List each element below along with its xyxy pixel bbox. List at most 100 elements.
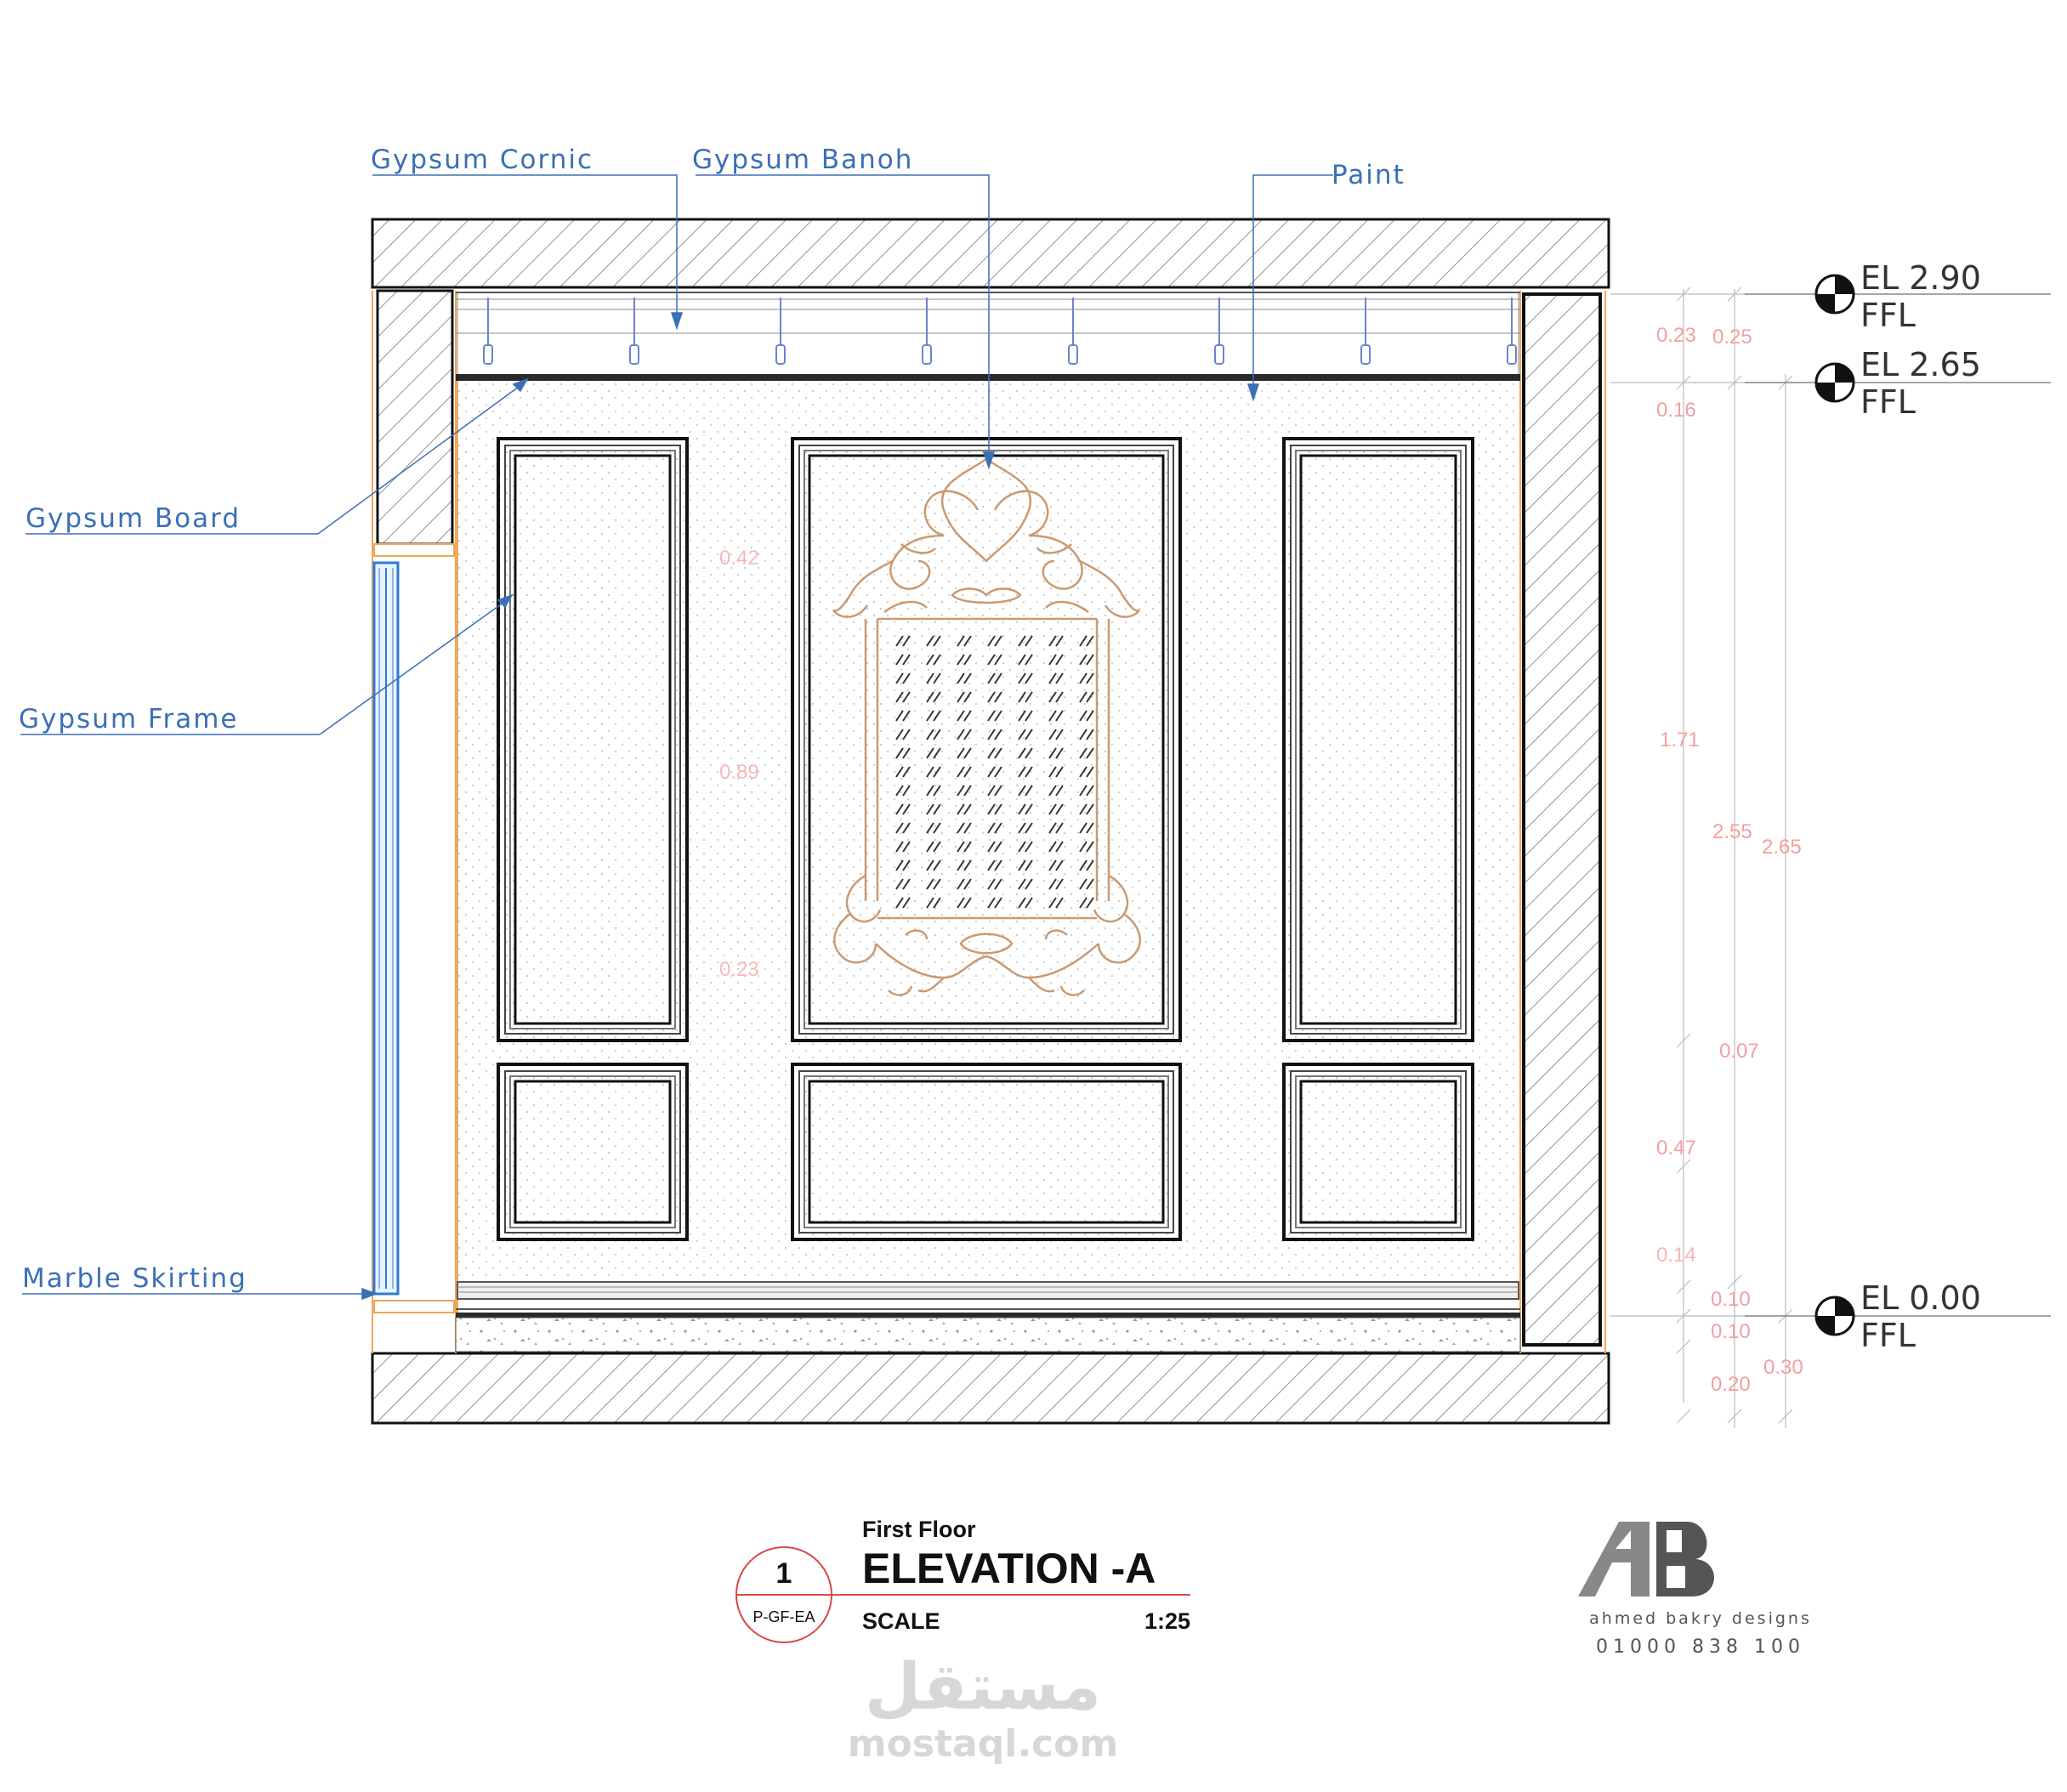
- dim-0-07: 0.07: [1719, 1040, 1759, 1063]
- watermark-arabic: مستقل: [865, 1648, 1101, 1724]
- dim-0-16: 0.16: [1656, 399, 1696, 422]
- glass-hatch-mark: [987, 691, 1002, 703]
- glass-hatch-mark: [987, 729, 1002, 740]
- glass-hatch-mark: [957, 766, 972, 778]
- callout-paint: Paint: [1332, 160, 1405, 190]
- level-ffl-0-00: FFL: [1860, 1317, 1916, 1354]
- glass-hatch-mark: [987, 841, 1002, 853]
- glass-hatch-mark: [1048, 654, 1064, 666]
- callout-marble-skirting: Marble Skirting: [22, 1263, 247, 1294]
- glass-hatch-mark: [926, 729, 941, 740]
- glass-hatch-mark: [987, 747, 1002, 759]
- glass-hatch-mark: [895, 654, 911, 666]
- glass-hatch-mark: [1048, 672, 1064, 684]
- glass-hatch-mark: [895, 897, 911, 909]
- glass-hatch-mark: [957, 691, 972, 703]
- glass-hatch-mark: [926, 635, 941, 647]
- glass-hatch-mark: [926, 803, 941, 815]
- glass-hatch-mark: [926, 822, 941, 834]
- callout-gypsum-frame: Gypsum Frame: [19, 704, 238, 734]
- cornice-hanger: [483, 298, 493, 365]
- dim-0-14: 0.14: [1656, 1244, 1696, 1267]
- glass-hatch-mark: [957, 822, 972, 834]
- glass-hatch-mark: [1018, 859, 1033, 871]
- glass-hatch-mark: [1079, 785, 1094, 797]
- left-wall: [372, 289, 457, 1353]
- title-block: 1 P-GF-EA First Floor ELEVATION -A SCALE…: [735, 1517, 1190, 1643]
- glass-hatch-mark: [987, 654, 1002, 666]
- company-logo: ahmed bakry designs 01000 838 100: [1578, 1522, 1809, 1658]
- glass-hatch-mark: [1048, 803, 1064, 815]
- glass-hatch-mark: [1018, 747, 1033, 759]
- glass-hatch-mark: [926, 710, 941, 722]
- level-markers-lines: [1745, 293, 2051, 1317]
- callout-leaders: [20, 174, 1333, 1301]
- cornice-hanger: [629, 298, 639, 365]
- glass-hatch-mark: [895, 672, 911, 684]
- dim-0-20: 0.20: [1711, 1373, 1751, 1396]
- glass-hatch-mark: [926, 841, 941, 853]
- dim-0-42: 0.42: [719, 547, 759, 570]
- glass-hatch-mark: [895, 747, 911, 759]
- glass-hatch-mark: [895, 785, 911, 797]
- glass-hatch-mark: [1018, 822, 1033, 834]
- glass-hatch-mark: [1079, 859, 1094, 871]
- glass-hatch-mark: [1048, 766, 1064, 778]
- glass-hatch-mark: [926, 878, 941, 890]
- glass-hatch-mark: [1079, 672, 1094, 684]
- glass-hatch-mark: [957, 729, 972, 740]
- mirror-glass-hatch: [895, 635, 1094, 909]
- glass-hatch-mark: [926, 691, 941, 703]
- level-ffl-2-65: FFL: [1860, 383, 1916, 421]
- cornice-hanger: [1068, 298, 1078, 365]
- cornice-hanger: [1360, 298, 1371, 365]
- panel-dimension-text: 0.42 0.89 0.23: [719, 547, 759, 981]
- glass-hatch-mark: [1079, 878, 1094, 890]
- glass-hatch-mark: [1079, 635, 1094, 647]
- gypsum-panel-upper-right: [1282, 437, 1474, 1042]
- level-marker-2-90: EL 2.90 FFL: [1814, 259, 1981, 334]
- glass-hatch-mark: [895, 859, 911, 871]
- glass-hatch-mark: [957, 803, 972, 815]
- glass-hatch-mark: [957, 841, 972, 853]
- glass-hatch-mark: [1018, 691, 1033, 703]
- glass-hatch-mark: [1079, 803, 1094, 815]
- title-number: 1: [776, 1557, 792, 1590]
- glass-hatch-mark: [926, 654, 941, 666]
- glass-hatch-mark: [895, 635, 911, 647]
- callout-gypsum-board: Gypsum Board: [26, 503, 241, 534]
- title-elevation: ELEVATION -A: [862, 1545, 1156, 1592]
- dim-0-89: 0.89: [719, 761, 759, 784]
- glass-hatch-mark: [957, 897, 972, 909]
- glass-hatch-mark: [1018, 710, 1033, 722]
- glass-hatch-mark: [957, 878, 972, 890]
- glass-hatch-mark: [957, 747, 972, 759]
- glass-hatch-mark: [1018, 897, 1033, 909]
- callout-gypsum-banoh: Gypsum Banoh: [692, 145, 913, 175]
- glass-hatch-mark: [987, 710, 1002, 722]
- glass-hatch-mark: [987, 878, 1002, 890]
- title-scale-label: SCALE: [862, 1608, 940, 1634]
- level-el-2-90: EL 2.90: [1860, 259, 1981, 297]
- glass-hatch-mark: [895, 822, 911, 834]
- glass-hatch-mark: [1048, 841, 1064, 853]
- glass-hatch-mark: [1018, 803, 1033, 815]
- watermark: مستقل mostaql.com: [848, 1648, 1118, 1766]
- glass-hatch-mark: [1079, 897, 1094, 909]
- glass-hatch-mark: [1018, 785, 1033, 797]
- glass-hatch-mark: [895, 803, 911, 815]
- glass-hatch-mark: [1048, 729, 1064, 740]
- dim-2-55: 2.55: [1712, 820, 1752, 843]
- title-scale-value: 1:25: [1144, 1608, 1190, 1634]
- glass-hatch-mark: [1048, 785, 1064, 797]
- level-marker-0-00: EL 0.00 FFL: [1814, 1279, 1981, 1354]
- glass-hatch-mark: [1048, 710, 1064, 722]
- dim-1-71: 1.71: [1660, 729, 1700, 751]
- glass-hatch-mark: [895, 729, 911, 740]
- glass-hatch-mark: [895, 878, 911, 890]
- glass-hatch-mark: [1018, 654, 1033, 666]
- glass-hatch-mark: [1079, 729, 1094, 740]
- logo-phone: 01000 838 100: [1596, 1636, 1805, 1658]
- glass-hatch-mark: [987, 635, 1002, 647]
